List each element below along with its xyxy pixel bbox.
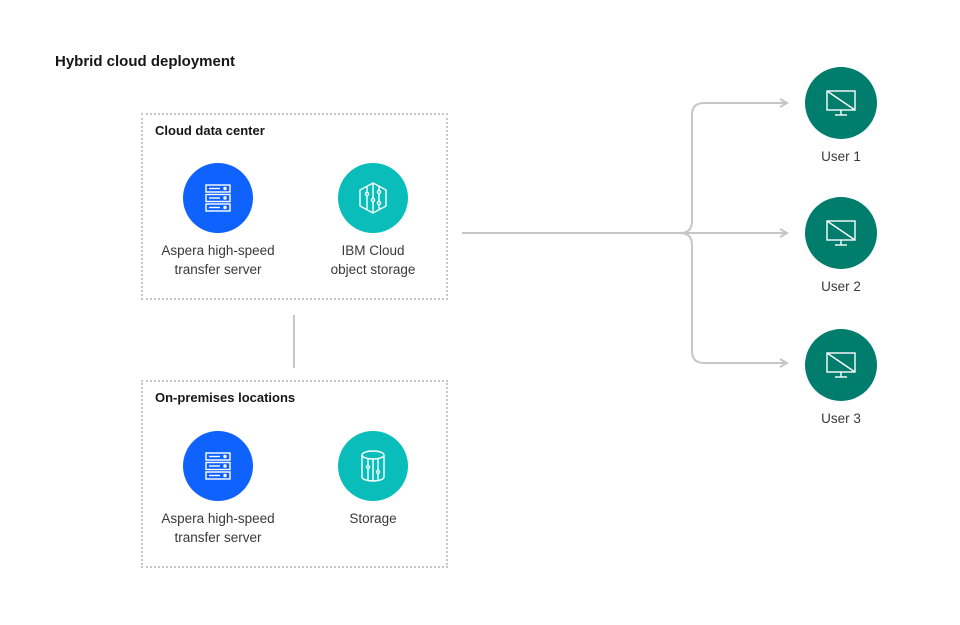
user-2-node: User 2 (786, 197, 896, 296)
cloud-aspera-server-node: Aspera high-speed transfer server (143, 163, 293, 279)
monitor-icon (805, 197, 877, 269)
user-branch-brace (679, 102, 786, 234)
arrowhead-user-3 (779, 358, 790, 368)
onprem-aspera-server-node: Aspera high-speed transfer server (143, 431, 293, 547)
node-label: Aspera high-speed transfer server (161, 511, 275, 545)
onprem-box-label: On-premises locations (155, 390, 296, 405)
server-icon (183, 431, 253, 501)
user-branch-lower (679, 232, 786, 364)
monitor-icon (805, 329, 877, 401)
cloud-box-label: Cloud data center (155, 123, 265, 138)
arrowhead-user-1 (779, 98, 790, 108)
cloud-object-storage-node: IBM Cloud object storage (298, 163, 448, 279)
storage-cylinder-icon (338, 431, 408, 501)
arrowhead-user-2 (779, 228, 790, 238)
onprem-storage-node: Storage (298, 431, 448, 528)
monitor-icon (805, 67, 877, 139)
user-label: User 2 (821, 279, 861, 294)
user-3-node: User 3 (786, 329, 896, 428)
user-label: User 3 (821, 411, 861, 426)
node-label: Storage (349, 511, 397, 526)
server-icon (183, 163, 253, 233)
node-label: Aspera high-speed transfer server (161, 243, 275, 277)
cloud-data-center-box: Cloud data center Aspera high-speed tran… (141, 113, 448, 300)
user-label: User 1 (821, 149, 861, 164)
diagram-title: Hybrid cloud deployment (55, 53, 236, 70)
object-storage-icon (338, 163, 408, 233)
node-label: IBM Cloud object storage (330, 243, 416, 277)
on-premises-box: On-premises locations Aspera high-speed … (141, 380, 448, 568)
user-1-node: User 1 (786, 67, 896, 166)
